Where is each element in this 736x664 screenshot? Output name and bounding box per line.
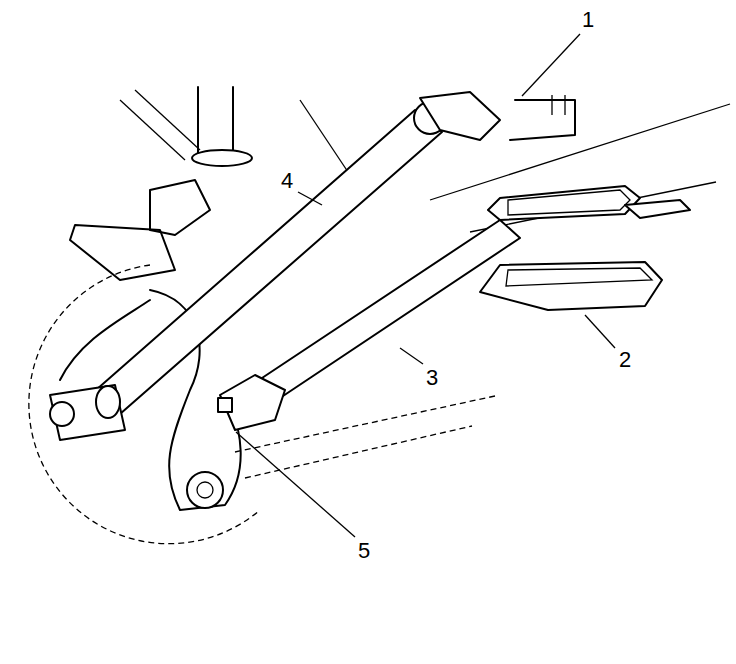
callout-number: 3 — [424, 366, 440, 390]
callout-number: 5 — [356, 539, 372, 563]
shock-mount — [192, 150, 252, 166]
pad-tab — [625, 200, 690, 218]
leader-line — [522, 34, 580, 96]
bracket — [564, 95, 565, 115]
leader-line — [298, 192, 322, 205]
bracket — [551, 95, 552, 115]
shock-absorber — [197, 87, 199, 160]
knuckle — [70, 225, 175, 280]
leader-line — [236, 432, 355, 537]
bushing — [197, 482, 213, 498]
callout-number: 1 — [580, 8, 596, 32]
upper-arm — [96, 110, 442, 414]
callout-number: 2 — [617, 348, 633, 372]
lower-arm — [262, 220, 520, 398]
bushing — [187, 472, 223, 508]
rubber-pad — [480, 262, 662, 310]
bolt — [50, 402, 74, 426]
brake-line — [120, 100, 185, 160]
nut — [218, 398, 232, 412]
brake-line — [135, 90, 200, 150]
rubber-pad — [506, 268, 652, 286]
rubber-pad — [508, 190, 630, 215]
arm-end — [96, 386, 120, 418]
shock-absorber — [232, 87, 234, 160]
rubber-pad — [488, 186, 640, 220]
body-line — [470, 182, 716, 232]
leader-line — [585, 315, 615, 348]
arm-end — [50, 385, 125, 440]
bracket — [420, 92, 500, 140]
callout-number: 4 — [279, 169, 295, 193]
leader-line — [400, 348, 423, 364]
knuckle — [150, 180, 210, 235]
